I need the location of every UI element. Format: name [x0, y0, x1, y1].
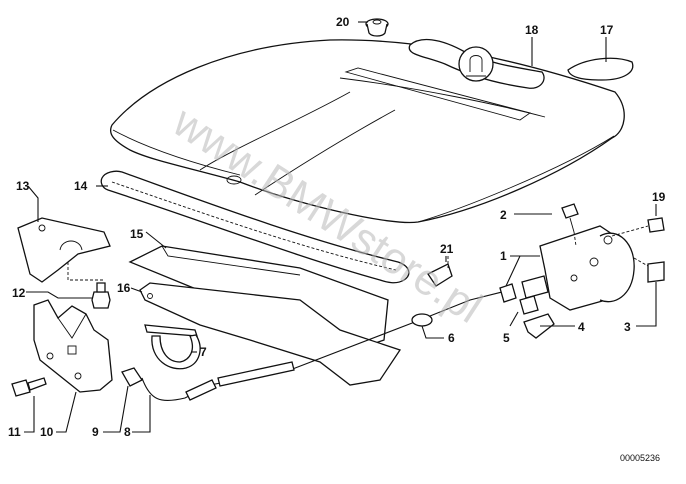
hood-pad-part-18: [408, 38, 545, 89]
hood-panel: [109, 39, 625, 224]
callout-20: 20: [336, 15, 350, 29]
callout-12: 12: [12, 286, 26, 300]
callout-4: 4: [578, 320, 585, 334]
callout-13: 13: [16, 179, 30, 193]
callout-17: 17: [600, 23, 614, 37]
cable-clip-part-7: [144, 324, 201, 370]
hinge-bracket-part-13: [17, 217, 111, 283]
callout-16: 16: [117, 281, 131, 295]
callout-6: 6: [448, 331, 455, 345]
callout-14: 14: [74, 179, 88, 193]
callout-18: 18: [525, 23, 539, 37]
leader-lines: [24, 21, 657, 433]
callout-1: 1: [500, 249, 507, 263]
seal-strip-part-14: [100, 170, 410, 284]
clip-part-5: [519, 295, 539, 315]
callout-5: 5: [503, 331, 510, 345]
document-id: 00005236: [620, 453, 660, 463]
nut-clip-part-3: [633, 257, 665, 283]
callout-8: 8: [124, 425, 131, 439]
pin-part-19: [611, 217, 665, 237]
bolt-part-12: [91, 282, 111, 309]
hinge-plate-part-10: [33, 299, 113, 393]
callout-9: 9: [92, 425, 99, 439]
hood-lock-part-1: [499, 225, 635, 311]
callout-11: 11: [8, 425, 21, 439]
bracket-part-4: [523, 313, 555, 339]
callout-2: 2: [500, 208, 507, 222]
callout-10: 10: [40, 425, 54, 439]
callout-15: 15: [130, 227, 144, 241]
callout-19: 19: [652, 190, 666, 204]
release-cable-part-8: [121, 289, 511, 402]
callout-3: 3: [624, 320, 631, 334]
grommet-part-20: [365, 18, 389, 37]
screw-part-11: [11, 377, 47, 397]
callout-7: 7: [200, 345, 207, 359]
callout-21: 21: [440, 242, 454, 256]
callout-labels: 20 18 17 14 13 15 21 1 2 19 12 16 6 5 4 …: [8, 15, 666, 439]
pad-part-17: [567, 57, 634, 81]
cover-panel-part-16: [139, 282, 402, 386]
clip-part-21: [427, 256, 453, 287]
bolt-part-2: [561, 203, 579, 247]
